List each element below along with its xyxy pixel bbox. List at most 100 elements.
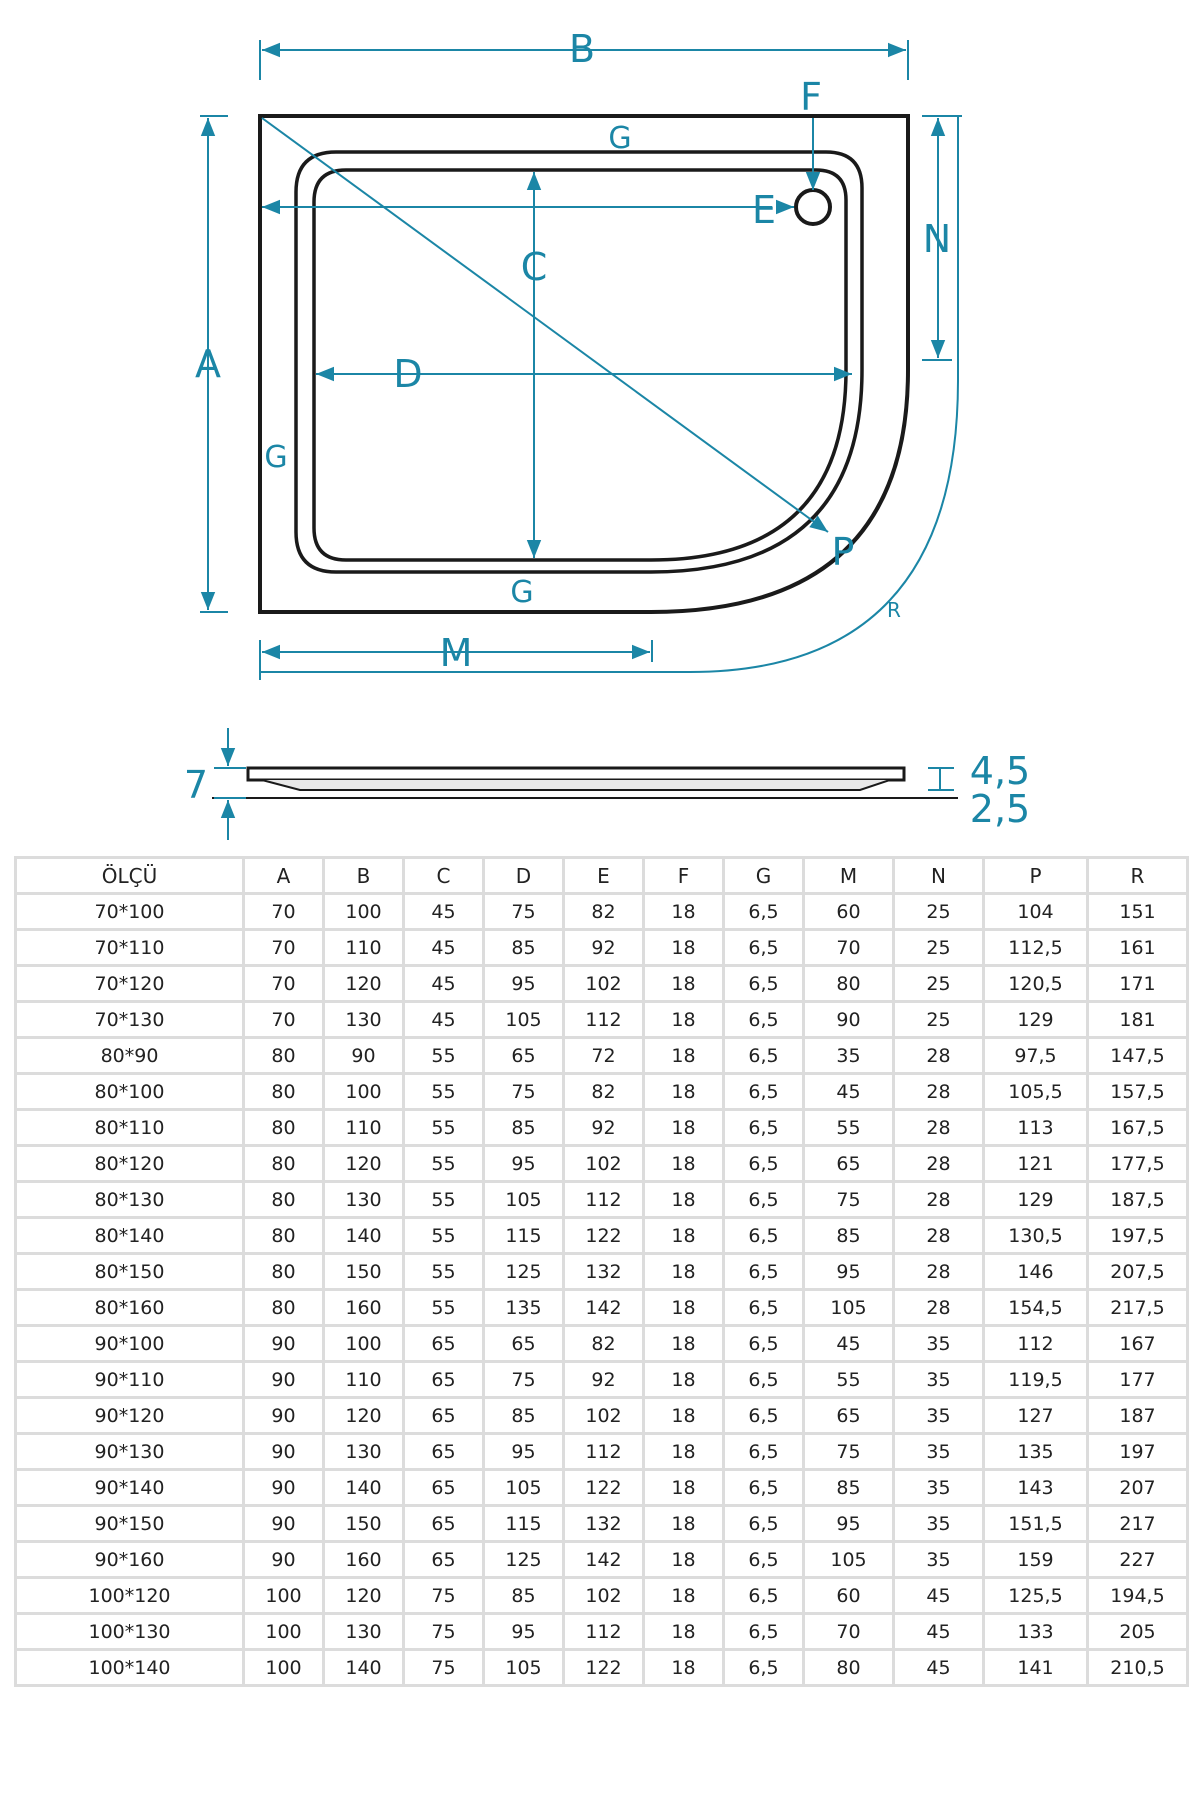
profile-label-total: 7 bbox=[184, 763, 208, 807]
column-header-c: C bbox=[402, 856, 485, 895]
table-cell-size: 70*120 bbox=[14, 964, 245, 1003]
table-cell: 227 bbox=[1086, 1540, 1189, 1579]
profile-rim bbox=[246, 766, 906, 782]
shower-tray-diagram: B F G E N C A D G P G R M 7 4,5 2,5 bbox=[184, 27, 1030, 840]
table-cell: 28 bbox=[892, 1288, 985, 1327]
table-cell: 110 bbox=[322, 928, 405, 967]
table-cell: 112 bbox=[562, 1000, 645, 1039]
table-cell: 6,5 bbox=[722, 928, 805, 967]
table-cell: 18 bbox=[642, 964, 725, 1003]
table-cell: 207,5 bbox=[1086, 1252, 1189, 1291]
table-cell: 130,5 bbox=[982, 1216, 1089, 1255]
table-cell: 105 bbox=[482, 1000, 565, 1039]
table-cell: 6,5 bbox=[722, 1648, 805, 1687]
table-cell: 159 bbox=[982, 1540, 1089, 1579]
table-cell: 125,5 bbox=[982, 1576, 1089, 1615]
table-cell: 65 bbox=[402, 1324, 485, 1363]
table-cell: 65 bbox=[802, 1144, 895, 1183]
table-cell-size: 90*130 bbox=[14, 1432, 245, 1471]
table-cell: 18 bbox=[642, 1576, 725, 1615]
table-cell-size: 80*140 bbox=[14, 1216, 245, 1255]
table-cell: 45 bbox=[892, 1576, 985, 1615]
table-cell: 65 bbox=[802, 1396, 895, 1435]
table-cell: 100 bbox=[322, 892, 405, 931]
table-cell: 82 bbox=[562, 1072, 645, 1111]
table-cell: 6,5 bbox=[722, 1072, 805, 1111]
table-cell: 18 bbox=[642, 1648, 725, 1687]
column-header-d: D bbox=[482, 856, 565, 895]
table-cell: 187 bbox=[1086, 1396, 1189, 1435]
table-cell: 187,5 bbox=[1086, 1180, 1189, 1219]
table-cell: 25 bbox=[892, 964, 985, 1003]
table-cell: 102 bbox=[562, 964, 645, 1003]
table-cell: 154,5 bbox=[982, 1288, 1089, 1327]
table-cell: 177,5 bbox=[1086, 1144, 1189, 1183]
table-cell: 135 bbox=[482, 1288, 565, 1327]
tray-basin-outline bbox=[312, 168, 848, 562]
table-cell: 95 bbox=[802, 1252, 895, 1291]
column-header-r: R bbox=[1086, 856, 1189, 895]
table-cell: 105 bbox=[482, 1648, 565, 1687]
table-cell: 120 bbox=[322, 1396, 405, 1435]
table-cell: 75 bbox=[482, 1360, 565, 1399]
table-cell: 142 bbox=[562, 1288, 645, 1327]
table-cell: 25 bbox=[892, 1000, 985, 1039]
column-header-p: P bbox=[982, 856, 1089, 895]
table-cell: 85 bbox=[482, 928, 565, 967]
table-cell: 142 bbox=[562, 1540, 645, 1579]
table-cell: 120,5 bbox=[982, 964, 1089, 1003]
table-cell: 85 bbox=[482, 1396, 565, 1435]
table-cell: 28 bbox=[892, 1072, 985, 1111]
table-cell: 143 bbox=[982, 1468, 1089, 1507]
table-cell: 18 bbox=[642, 1180, 725, 1219]
table-cell: 18 bbox=[642, 1468, 725, 1507]
label-d: D bbox=[393, 352, 422, 396]
profile-label-rim: 4,5 bbox=[970, 749, 1030, 793]
table-cell: 18 bbox=[642, 1252, 725, 1291]
table-cell: 75 bbox=[802, 1432, 895, 1471]
table-cell-size: 70*130 bbox=[14, 1000, 245, 1039]
table-cell: 18 bbox=[642, 1324, 725, 1363]
table-cell: 120 bbox=[322, 1576, 405, 1615]
table-cell: 82 bbox=[562, 1324, 645, 1363]
table-cell: 18 bbox=[642, 1144, 725, 1183]
table-cell-size: 80*110 bbox=[14, 1108, 245, 1147]
table-cell: 125 bbox=[482, 1252, 565, 1291]
table-cell: 160 bbox=[322, 1288, 405, 1327]
table-cell: 18 bbox=[642, 892, 725, 931]
table-cell: 100 bbox=[322, 1324, 405, 1363]
table-cell: 90 bbox=[242, 1324, 325, 1363]
table-cell: 70 bbox=[242, 1000, 325, 1039]
label-g-bottom: G bbox=[510, 575, 533, 610]
table-cell: 150 bbox=[322, 1252, 405, 1291]
label-c: C bbox=[521, 245, 548, 289]
column-header-m: M bbox=[802, 856, 895, 895]
table-cell-size: 90*120 bbox=[14, 1396, 245, 1435]
table-cell: 65 bbox=[402, 1468, 485, 1507]
table-cell: 197,5 bbox=[1086, 1216, 1189, 1255]
table-cell: 80 bbox=[242, 1288, 325, 1327]
table-cell: 120 bbox=[322, 1144, 405, 1183]
table-cell: 55 bbox=[402, 1144, 485, 1183]
table-cell: 18 bbox=[642, 1036, 725, 1075]
table-cell: 95 bbox=[482, 1432, 565, 1471]
table-cell: 65 bbox=[402, 1540, 485, 1579]
table-cell: 90 bbox=[242, 1360, 325, 1399]
table-cell: 80 bbox=[242, 1036, 325, 1075]
table-cell: 217 bbox=[1086, 1504, 1189, 1543]
table-cell: 132 bbox=[562, 1252, 645, 1291]
column-header-e: E bbox=[562, 856, 645, 895]
table-cell: 80 bbox=[242, 1252, 325, 1291]
table-cell: 80 bbox=[242, 1216, 325, 1255]
table-cell: 55 bbox=[402, 1180, 485, 1219]
table-cell-size: 90*100 bbox=[14, 1324, 245, 1363]
table-cell: 97,5 bbox=[982, 1036, 1089, 1075]
radius-arc-r bbox=[260, 116, 959, 673]
table-cell: 130 bbox=[322, 1180, 405, 1219]
